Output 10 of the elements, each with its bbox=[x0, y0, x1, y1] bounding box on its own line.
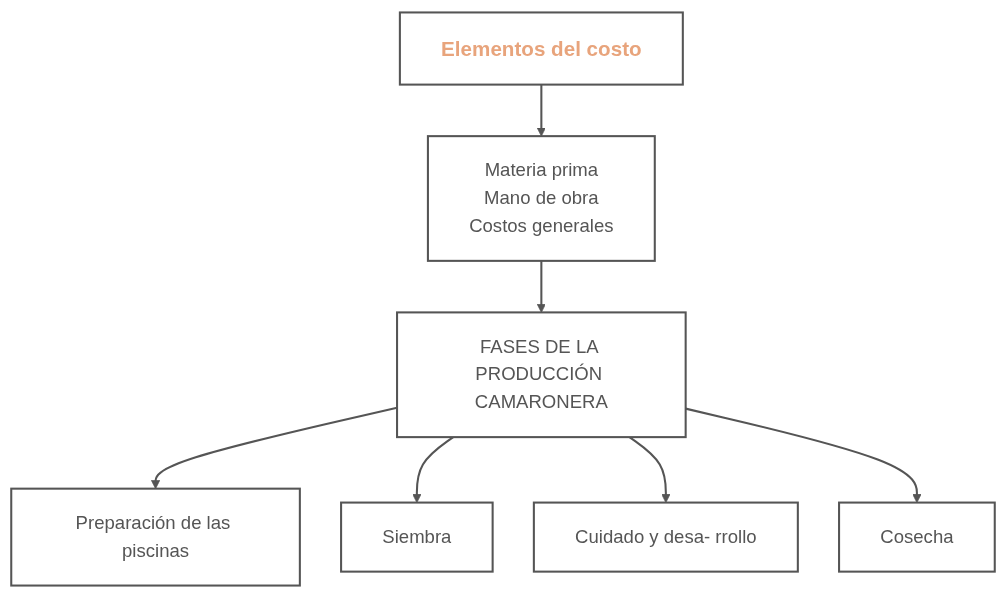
node-box: Siembra bbox=[340, 501, 494, 573]
node-box: Cuidado y desa- rrollo bbox=[532, 501, 799, 573]
arrow bbox=[685, 407, 922, 503]
arrow bbox=[536, 84, 546, 137]
node-box: Elementos del costo bbox=[398, 11, 684, 86]
arrow bbox=[536, 260, 546, 313]
node-box: FASES DE LA PRODUCCIÓN CAMARONERA bbox=[396, 311, 687, 439]
node-box: Materia prima Mano de obra Costos generales bbox=[426, 135, 656, 262]
node-box: Preparación de las piscinas bbox=[10, 487, 301, 587]
node-box: Cosecha bbox=[838, 501, 996, 573]
